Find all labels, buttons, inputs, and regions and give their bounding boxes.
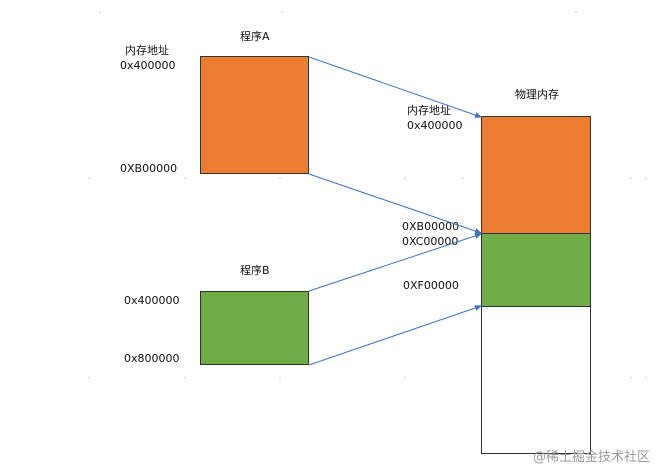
program-a-start-address: 0x400000 [120,59,176,72]
grid-dot [645,377,647,378]
grid-dot [575,12,577,13]
watermark: @稀土掘金技术社区 [533,450,651,465]
program-a-address-header: 内存地址 [125,44,169,57]
physical-segment-program-b [481,233,591,307]
physical-address-a-end: 0XB00000 [402,220,460,233]
grid-dot [184,377,186,378]
physical-segment-free [481,306,591,454]
arrow-program-b-end [308,305,482,366]
grid-dot [99,12,101,13]
grid-dot [281,12,283,13]
physical-address-b-end: 0XF00000 [403,279,459,292]
grid-dot [184,178,186,179]
program-b-end-address: 0x800000 [124,352,180,365]
grid-dot [630,178,632,179]
grid-dot [462,178,464,179]
grid-dot [404,377,406,378]
grid-dot [645,178,647,179]
program-a-block [200,56,309,174]
program-a-title: 程序A [240,30,270,43]
physical-segment-program-a [481,116,591,234]
grid-dot [279,377,281,378]
program-b-block [200,291,309,365]
physical-address-a-start: 0x400000 [407,119,463,132]
grid-dot [88,178,90,179]
physical-address-header: 内存地址 [407,104,451,117]
program-b-start-address: 0x400000 [124,294,180,307]
program-a-end-address: 0XB00000 [120,162,178,175]
grid-dot [279,178,281,179]
grid-dot [630,377,632,378]
program-b-title: 程序B [240,264,270,277]
grid-dot [88,377,90,378]
physical-address-b-start: 0XC00000 [402,235,459,248]
physical-memory-title: 物理内存 [515,88,559,101]
grid-dot [404,178,406,179]
arrow-program-a-start [308,56,482,118]
